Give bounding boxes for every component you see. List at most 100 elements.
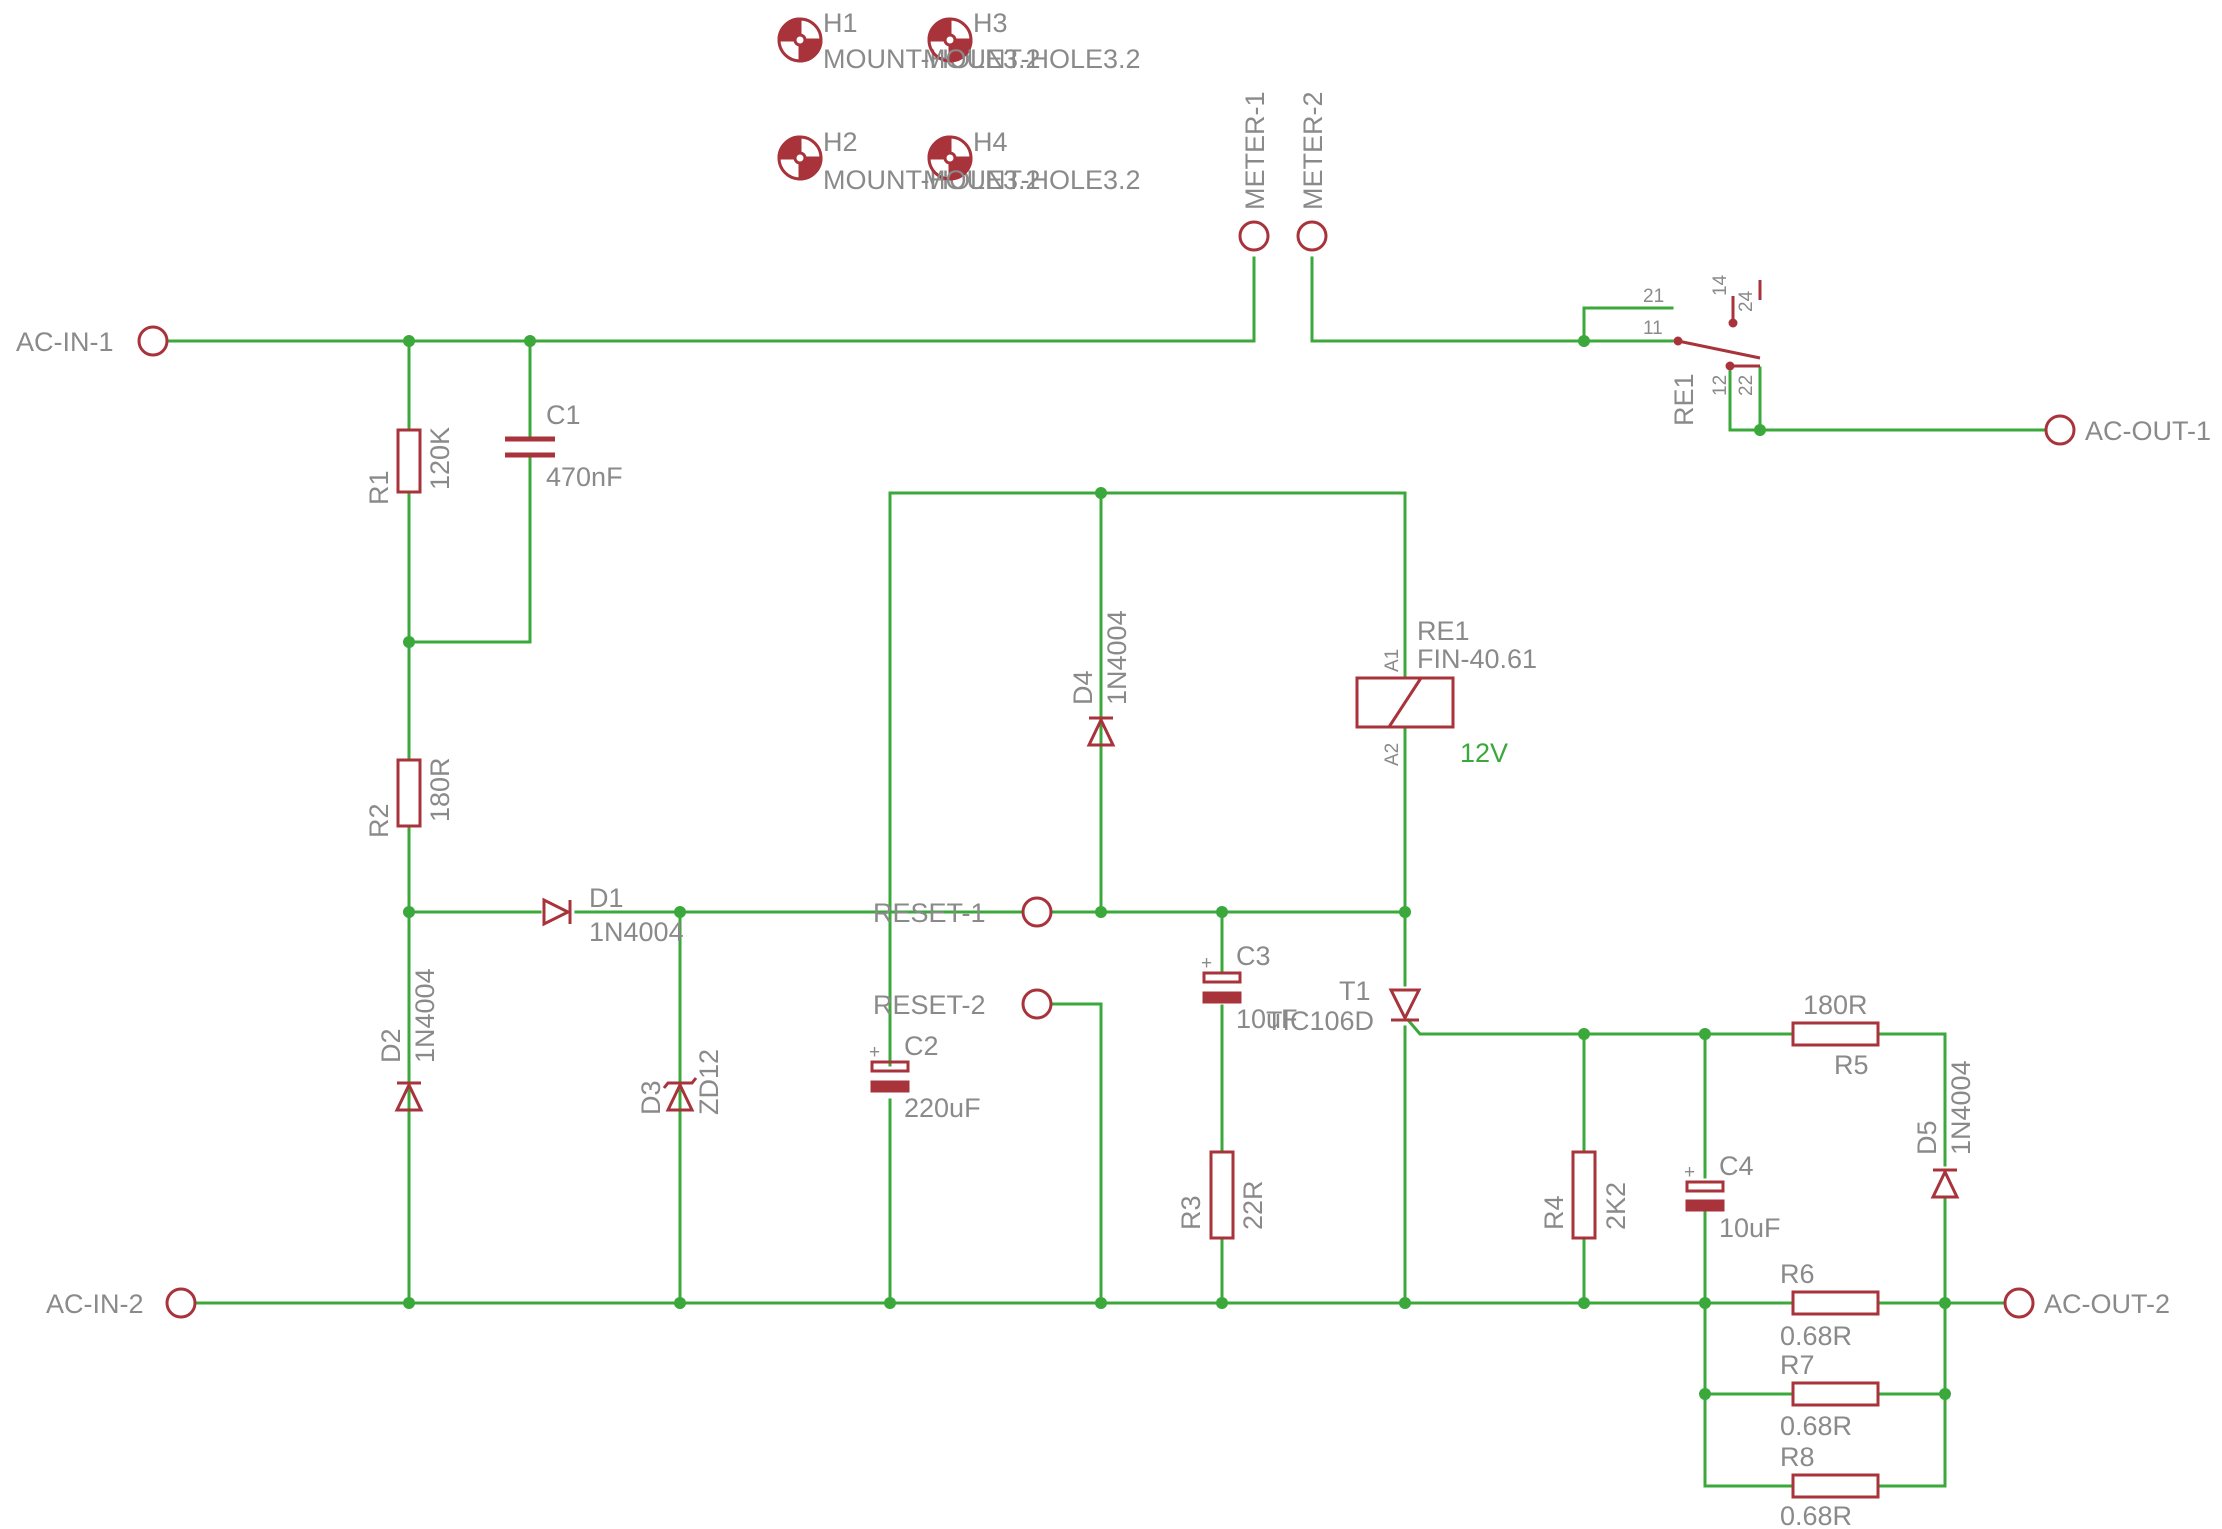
resistor-body[interactable] xyxy=(1791,1473,1880,1499)
junction-dot xyxy=(403,335,415,347)
polarity-mark: + xyxy=(1201,953,1212,974)
ac-out-1-terminal[interactable]: AC-OUT-1 xyxy=(2044,414,2211,446)
resistor-value: 180R xyxy=(425,757,455,822)
diode-triangle[interactable] xyxy=(1930,1168,1960,1199)
resistor-name: R6 xyxy=(1780,1259,1815,1289)
junction-dot xyxy=(1754,424,1766,436)
resistor-body[interactable] xyxy=(396,758,422,828)
wire-reset-2 xyxy=(1050,1002,1103,1305)
mount-hole-quadrant xyxy=(777,135,802,160)
capacitor-plate-negative[interactable] xyxy=(870,1080,910,1093)
meter-1-terminal[interactable]: METER-1 xyxy=(1238,91,1270,252)
resistor-r7[interactable]: R7 0.68R xyxy=(1780,1350,1880,1441)
capacitor-name: C3 xyxy=(1236,941,1271,971)
terminal-pad[interactable] xyxy=(1296,220,1328,252)
relay-pin-21: 21 xyxy=(1643,286,1664,307)
resistor-body[interactable] xyxy=(1791,1381,1880,1407)
resistor-r2[interactable]: R2 180R xyxy=(364,757,455,838)
junction-dot xyxy=(674,906,686,918)
diode-triangle[interactable] xyxy=(665,1081,695,1112)
diode-d1[interactable]: D1 1N4004 xyxy=(542,883,684,947)
relay-coil-body[interactable] xyxy=(1355,676,1455,729)
relay-coil-re1[interactable]: RE1 FIN-40.61 12V A1 A2 xyxy=(1355,616,1537,768)
capacitor-c1[interactable]: C1 470nF xyxy=(505,400,623,492)
relay-contact-point[interactable] xyxy=(1725,361,1735,371)
diode-value: 1N4004 xyxy=(1946,1060,1976,1155)
reset-2-terminal[interactable]: RESET-2 xyxy=(873,988,1053,1020)
wire-c1-bottom xyxy=(407,453,532,644)
terminal-pad[interactable] xyxy=(1021,988,1053,1020)
terminal-pad[interactable] xyxy=(1238,220,1270,252)
diode-d4[interactable]: D4 1N4004 xyxy=(1068,610,1132,747)
resistor-r8[interactable]: R8 0.68R xyxy=(1780,1442,1880,1529)
capacitor-value: 10uF xyxy=(1719,1213,1781,1243)
junction-dot xyxy=(1095,487,1107,499)
diode-name: D1 xyxy=(589,883,624,913)
mount-hole-quadrant xyxy=(777,17,802,42)
resistor-body[interactable] xyxy=(396,428,422,494)
terminal-pad[interactable] xyxy=(2003,1287,2035,1319)
relay-coil-diagonal[interactable] xyxy=(1387,677,1423,728)
reset-1-label: RESET-1 xyxy=(873,898,986,928)
capacitor-plate-negative[interactable] xyxy=(1685,1199,1725,1212)
junction-dot xyxy=(1578,335,1590,347)
terminal-pad[interactable] xyxy=(165,1287,197,1319)
junction-dot xyxy=(1216,906,1228,918)
mount-hole-quadrant xyxy=(798,156,823,181)
ac-out-2-terminal[interactable]: AC-OUT-2 xyxy=(2003,1287,2170,1319)
polarity-mark: + xyxy=(1684,1162,1695,1183)
diode-triangle[interactable] xyxy=(542,897,572,927)
resistor-body[interactable] xyxy=(1571,1150,1597,1240)
resistor-body[interactable] xyxy=(1791,1021,1880,1047)
resistor-r4[interactable]: R4 2K2 xyxy=(1539,1150,1631,1240)
resistor-body[interactable] xyxy=(1791,1290,1880,1316)
wire-relay-12 xyxy=(1728,370,1762,432)
ac-in-2-terminal[interactable]: AC-IN-2 xyxy=(46,1287,197,1319)
capacitor-value: 220uF xyxy=(904,1093,981,1123)
terminal-pad[interactable] xyxy=(1021,896,1053,928)
terminal-pad[interactable] xyxy=(137,325,169,357)
capacitor-plate-positive[interactable] xyxy=(1202,971,1242,984)
capacitor-plate-negative[interactable] xyxy=(1202,991,1242,1004)
capacitor-c4[interactable]: + C4 10uF xyxy=(1684,1151,1781,1243)
capacitor-c3[interactable]: + C3 10uF xyxy=(1201,941,1298,1034)
thyristor-triangle[interactable] xyxy=(1388,988,1422,1022)
ac-in-1-terminal[interactable]: AC-IN-1 xyxy=(16,325,169,357)
junction-dot xyxy=(1699,1297,1711,1309)
junctions xyxy=(403,335,1951,1400)
diode-triangle[interactable] xyxy=(394,1081,424,1112)
ac-out-1-label: AC-OUT-1 xyxy=(2085,416,2211,446)
diode-value: 1N4004 xyxy=(589,917,684,947)
meter-1-label: METER-1 xyxy=(1240,91,1270,210)
resistor-value: 0.68R xyxy=(1780,1501,1852,1529)
resistor-r1[interactable]: R1 120K xyxy=(364,427,455,505)
capacitor-plate-positive[interactable] xyxy=(870,1060,910,1073)
reset-1-terminal[interactable]: RESET-1 xyxy=(873,896,1053,928)
resistor-r6[interactable]: R6 0.68R xyxy=(1780,1259,1880,1351)
relay-contact-arm[interactable] xyxy=(1677,339,1761,360)
resistor-body[interactable] xyxy=(1209,1150,1235,1240)
mount-hole-center xyxy=(793,151,807,165)
thyristor-t1[interactable]: T1 TIC106D xyxy=(1266,976,1422,1036)
relay-pin-14: 14 xyxy=(1710,274,1731,296)
resistor-name: R1 xyxy=(364,470,394,505)
zener-bar[interactable] xyxy=(662,1077,698,1089)
resistor-r3[interactable]: R3 22R xyxy=(1176,1150,1268,1240)
diode-name: D5 xyxy=(1912,1120,1942,1155)
diode-triangle[interactable] xyxy=(1086,716,1116,747)
resistor-name: R4 xyxy=(1539,1195,1569,1230)
diode-d2[interactable]: D2 1N4004 xyxy=(376,968,440,1112)
junction-dot xyxy=(1399,1297,1411,1309)
resistor-value: 180R xyxy=(1803,990,1868,1020)
terminal-pad[interactable] xyxy=(2044,414,2076,446)
capacitor-c2[interactable]: + C2 220uF xyxy=(869,1031,981,1123)
capacitor-plate-positive[interactable] xyxy=(1685,1180,1725,1193)
resistor-r5[interactable]: 180R R5 xyxy=(1791,990,1880,1080)
relay-contact-re1[interactable]: 21 11 14 24 12 22 RE1 xyxy=(1643,274,1762,426)
diode-d3[interactable]: D3 ZD12 xyxy=(636,1049,724,1115)
ac-in-1-label: AC-IN-1 xyxy=(16,327,114,357)
diode-value: 1N4004 xyxy=(410,968,440,1063)
diode-d5[interactable]: D5 1N4004 xyxy=(1912,1060,1976,1199)
capacitor-name: C2 xyxy=(904,1031,939,1061)
meter-2-terminal[interactable]: METER-2 xyxy=(1296,91,1328,252)
